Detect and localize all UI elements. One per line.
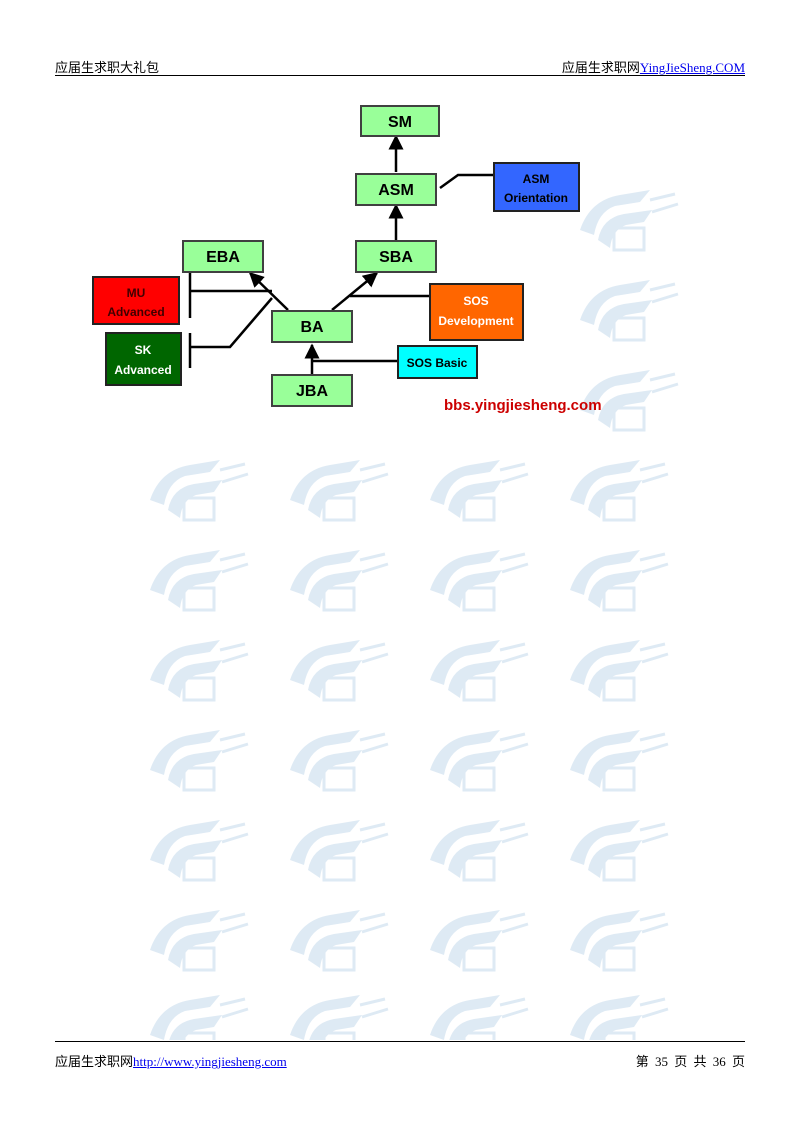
footer-site-label: 应届生求职网 xyxy=(55,1054,134,1069)
node-asm-orientation-line2: Orientation xyxy=(504,191,568,205)
header-site: 应届生求职网YingJieSheng.COM xyxy=(562,57,745,76)
node-sos-basic-label: SOS Basic xyxy=(407,356,468,370)
footer-site-link[interactable]: http://www.yingjiesheng.com xyxy=(133,1054,287,1069)
footer-site: 应届生求职网http://www.yingjiesheng.com xyxy=(55,1051,287,1070)
header-site-link[interactable]: YingJieSheng.COM xyxy=(639,60,745,75)
page-header: 应届生求职大礼包 应届生求职网YingJieSheng.COM xyxy=(55,57,745,76)
node-sos-development: SOS Development xyxy=(429,283,524,341)
node-sk-line1: SK xyxy=(135,343,152,357)
career-path-diagram: SM ASM ASM Orientation EBA SBA MU Advanc… xyxy=(92,105,602,414)
node-asm-orientation-line1: ASM xyxy=(523,172,550,186)
node-eba: EBA xyxy=(182,240,264,273)
node-sba-label: SBA xyxy=(379,249,413,266)
node-jba-label: JBA xyxy=(296,383,328,400)
header-site-label: 应届生求职网 xyxy=(561,60,640,75)
node-jba: JBA xyxy=(271,374,353,407)
node-sos-basic: SOS Basic xyxy=(397,345,478,379)
node-sm-label: SM xyxy=(388,114,412,131)
node-sos-dev-line1: SOS xyxy=(463,294,488,308)
page-footer: 应届生求职网http://www.yingjiesheng.com 第 35 页… xyxy=(55,1041,745,1069)
node-asm-orientation: ASM Orientation xyxy=(493,162,580,212)
node-sk-advanced: SK Advanced xyxy=(105,332,182,386)
node-sba: SBA xyxy=(355,240,437,273)
node-asm: ASM xyxy=(355,173,437,206)
node-ba-label: BA xyxy=(300,319,324,336)
node-sm: SM xyxy=(360,105,440,137)
node-sk-line2: Advanced xyxy=(114,363,171,377)
node-mu-line2: Advanced xyxy=(107,305,164,319)
page-number: 第 35 页 共 36 页 xyxy=(635,1054,745,1069)
node-eba-label: EBA xyxy=(206,249,240,266)
edge-asmo-asm xyxy=(439,173,494,190)
diagram-source-url: bbs.yingjiesheng.com xyxy=(444,397,602,414)
node-asm-label: ASM xyxy=(378,182,414,199)
edge-sk-line xyxy=(190,297,273,349)
edge-ba-sba xyxy=(331,272,379,311)
node-sos-dev-line2: Development xyxy=(438,314,513,328)
header-title: 应届生求职大礼包 xyxy=(55,60,160,75)
node-ba: BA xyxy=(271,310,353,343)
node-mu-line1: MU xyxy=(127,286,146,300)
node-mu-advanced: MU Advanced xyxy=(92,276,180,325)
